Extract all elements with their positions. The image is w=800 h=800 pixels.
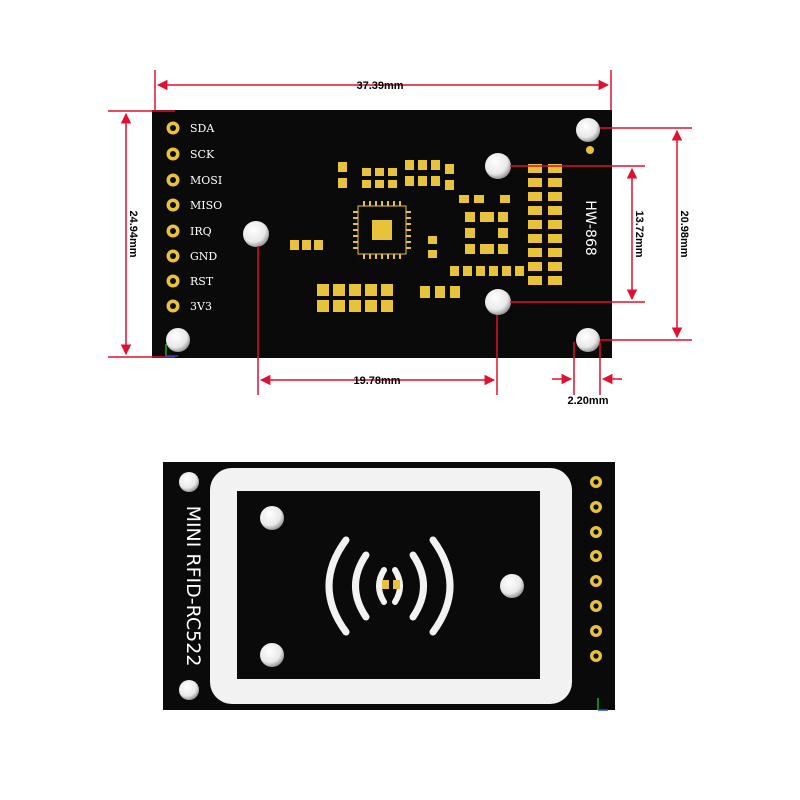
pin-label-sck: SCK <box>190 148 215 161</box>
pin-label-3v3: 3V3 <box>190 300 212 313</box>
pin-row: RST <box>166 274 214 288</box>
pin-header: SDA SCK MOSI MISO IRQ GND <box>166 121 222 313</box>
hole-offset-label: 2.20mm <box>568 395 609 407</box>
pin-row: 3V3 <box>166 299 212 313</box>
dimension-lines <box>108 70 692 395</box>
rfid-wave-icon <box>325 536 454 636</box>
width-label: 37.39mm <box>356 80 403 92</box>
pin-row: SCK <box>166 147 215 161</box>
horizontal-hole-spacing-label: 19.78mm <box>353 375 400 387</box>
axis-marker <box>165 344 178 357</box>
height-label: 24.94mm <box>127 210 139 257</box>
mounting-hole-bottom-left <box>179 680 199 700</box>
model-label: HW-868 <box>582 200 598 256</box>
outer-hole-spacing-label: 20.98mm <box>678 210 690 257</box>
bottom-board: MINI RFID-RC522 <box>163 462 615 711</box>
smd-components <box>290 160 562 312</box>
bottom-pin-header <box>590 476 602 662</box>
pin-label-miso: MISO <box>190 199 222 212</box>
pin-row: MISO <box>166 198 222 212</box>
pin-row: IRQ <box>166 224 212 238</box>
mounting-hole-inner-top <box>260 506 284 530</box>
mounting-hole-inner-top <box>485 153 511 179</box>
pin-label-gnd: GND <box>190 250 217 263</box>
mounting-hole-top-right <box>576 118 600 142</box>
board-title: MINI RFID-RC522 <box>182 506 204 667</box>
mounting-hole-top-left <box>179 472 199 492</box>
pin-label-mosi: MOSI <box>190 174 222 187</box>
mounting-hole-bottom-left <box>166 328 190 352</box>
dimension-labels: 37.39mm 24.94mm 20.98mm 13.72mm 19.78mm … <box>127 80 690 407</box>
pin-row: MOSI <box>166 173 222 187</box>
pin-row: SDA <box>166 121 215 135</box>
mounting-hole-bottom-right <box>576 328 600 352</box>
pin-label-sda: SDA <box>190 122 215 135</box>
pin-label-irq: IRQ <box>190 225 212 238</box>
mounting-hole-right <box>500 574 524 598</box>
pin-row: GND <box>166 249 217 263</box>
mounting-hole-left <box>243 221 269 247</box>
mounting-hole-inner-bottom <box>485 289 511 315</box>
mounting-hole-inner-bottom <box>260 643 284 667</box>
inner-hole-spacing-label: 13.72mm <box>633 210 645 257</box>
pin-label-rst: RST <box>190 275 214 288</box>
top-board: SDA SCK MOSI MISO IRQ GND <box>152 110 612 358</box>
small-pad <box>586 146 594 154</box>
